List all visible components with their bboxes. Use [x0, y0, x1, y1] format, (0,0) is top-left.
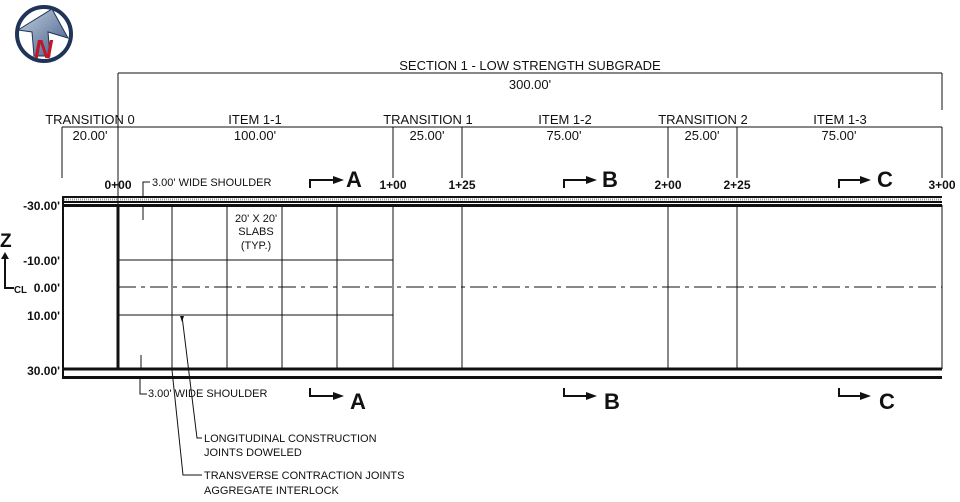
callout-text: TRANSVERSE CONTRACTION JOINTS: [204, 470, 404, 482]
z-axis-arrow-icon: [1, 252, 14, 289]
station: 2+25: [723, 178, 750, 192]
section-letter: C: [877, 167, 893, 192]
shoulder-annotation-top: 3.00' WIDE SHOULDER: [142, 177, 272, 220]
section-cut-a: A A: [309, 167, 366, 414]
section-cut-c: C C: [838, 167, 895, 414]
callout-text: LONGITUDINAL CONSTRUCTION: [204, 433, 377, 445]
segment-name: TRANSITION 2: [658, 112, 748, 127]
offset: 0.00': [34, 281, 60, 295]
station: 3+00: [928, 178, 955, 192]
section-letter: C: [879, 389, 895, 414]
pavement-plan: [62, 196, 943, 379]
slab-note: (TYP.): [241, 240, 271, 252]
segment-length: 20.00': [72, 128, 107, 143]
section-title: SECTION 1 - LOW STRENGTH SUBGRADE: [399, 58, 661, 73]
north-arrow-icon: N: [15, 5, 73, 64]
longitudinal-joint-callout: LONGITUDINAL CONSTRUCTION JOINTS DOWELED: [180, 315, 377, 459]
segment-name: ITEM 1-3: [813, 112, 866, 127]
section-length: 300.00': [509, 77, 551, 92]
segment-length: 75.00': [821, 128, 856, 143]
segment-labels: TRANSITION 0 20.00' ITEM 1-1 100.00' TRA…: [45, 112, 867, 143]
section-letter: B: [602, 167, 618, 192]
station: 2+00: [654, 178, 681, 192]
segment-name: ITEM 1-1: [228, 112, 281, 127]
offset: 10.00': [27, 309, 60, 323]
north-label: N: [34, 34, 54, 64]
section-cut-b: B B: [563, 167, 620, 414]
offset: 30.00': [27, 364, 60, 378]
callout-text: AGGREGATE INTERLOCK: [204, 485, 340, 497]
slab-note: SLABS: [238, 226, 273, 238]
slab-note: 20' X 20': [235, 213, 277, 225]
segment-length: 100.00': [234, 128, 276, 143]
segment-length: 75.00': [546, 128, 581, 143]
section-letter: A: [346, 167, 362, 192]
z-axis-label: Z: [0, 231, 12, 252]
centerline-symbol: CL: [14, 285, 27, 296]
shoulder-note: 3.00' WIDE SHOULDER: [152, 177, 272, 189]
offset-labels: -30.00' -10.00' 0.00' 10.00' 30.00': [23, 199, 60, 378]
shoulder-note: 3.00' WIDE SHOULDER: [148, 388, 268, 400]
segment-length: 25.00': [409, 128, 444, 143]
segment-length: 25.00': [684, 128, 719, 143]
segment-name: ITEM 1-2: [538, 112, 591, 127]
station-labels: 0+00 1+00 1+25 2+00 2+25 3+00: [104, 178, 955, 192]
station: 0+00: [104, 178, 131, 192]
section-letter: B: [604, 389, 620, 414]
offset: -30.00': [23, 199, 60, 213]
segment-name: TRANSITION 0: [45, 112, 135, 127]
segment-name: TRANSITION 1: [383, 112, 473, 127]
section-letter: A: [350, 389, 366, 414]
station: 1+25: [448, 178, 475, 192]
shoulder-annotation-bottom: 3.00' WIDE SHOULDER: [139, 355, 268, 400]
transverse-joint-callout: TRANSVERSE CONTRACTION JOINTS AGGREGATE …: [171, 369, 404, 497]
station: 1+00: [379, 178, 406, 192]
callout-text: JOINTS DOWELED: [204, 447, 302, 459]
offset: -10.00': [23, 254, 60, 268]
